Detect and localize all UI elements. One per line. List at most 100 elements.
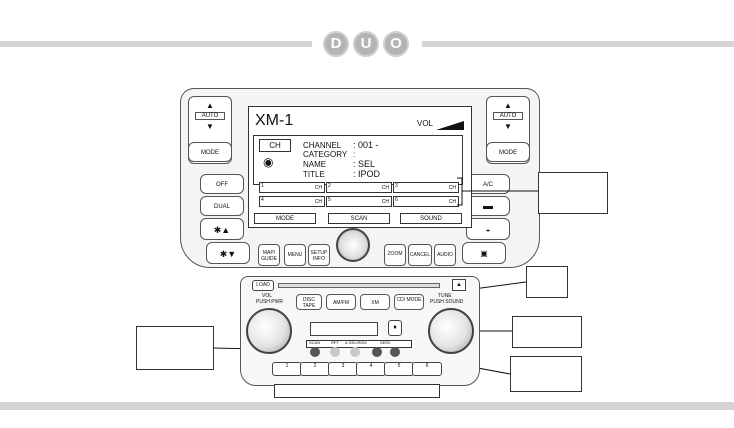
- zoom-label: ZOOM: [387, 251, 403, 257]
- fan-up-button[interactable]: ✱▲: [200, 218, 244, 240]
- menu-button[interactable]: MENU: [284, 244, 306, 266]
- tune-knob-label: TUNE: [438, 293, 452, 299]
- field-name-category: CATEGORY: [303, 150, 348, 159]
- volume-bar-icon: [436, 117, 464, 130]
- deck-preset-6[interactable]: 6: [412, 362, 442, 376]
- tune-knob-sublabel: PUSH SOUND: [430, 299, 464, 305]
- top-left-rule: [0, 41, 312, 47]
- asel-function-label: A.SEL/RDM: [345, 340, 367, 345]
- load-button[interactable]: LOAD: [252, 280, 274, 291]
- map-guide-button[interactable]: MAP/ GUIDE: [258, 244, 280, 266]
- bottom-rule: [0, 402, 734, 410]
- preset-ch: CH: [448, 199, 456, 205]
- rpt-indicator: [330, 347, 340, 357]
- preset-1-label: 1: [285, 363, 289, 369]
- defrost-button[interactable]: ◒: [466, 218, 510, 240]
- rpt-function-label: RPT: [331, 340, 339, 345]
- field-name-name: NAME: [303, 160, 327, 169]
- preset-ch: CH: [381, 185, 389, 191]
- deck-preset-3[interactable]: 3: [328, 362, 358, 376]
- callout-box-volume: [136, 326, 214, 370]
- preset-2-label: 2: [313, 363, 317, 369]
- logo-letter-u: U: [353, 31, 379, 57]
- callout-box-xm-button: [526, 266, 568, 298]
- tune-knob[interactable]: [428, 308, 474, 354]
- field-value-category: :: [353, 150, 356, 159]
- preset-number: 4: [261, 197, 264, 203]
- deck-display: [310, 322, 378, 336]
- function-strip: [306, 340, 412, 348]
- deck-preset-2[interactable]: 2: [300, 362, 330, 376]
- top-right-rule: [422, 41, 734, 47]
- screen-preset-4[interactable]: 4 CH: [259, 196, 325, 207]
- softkey-mode[interactable]: MODE: [254, 213, 316, 224]
- field-value-channel: : 001 -: [353, 140, 379, 150]
- softkey-scan[interactable]: SCAN: [328, 213, 390, 224]
- asel-indicator: [350, 347, 360, 357]
- callout-box-preset-buttons: [274, 384, 440, 398]
- fan-down-button[interactable]: ✱▼: [206, 242, 250, 264]
- volume-knob[interactable]: [246, 308, 292, 354]
- source-title: XM-1: [255, 112, 294, 129]
- preset-ch: CH: [314, 185, 322, 191]
- left-mode-button[interactable]: MODE: [188, 142, 232, 162]
- callout-box-presets: [538, 172, 608, 214]
- preset-ch: CH: [381, 199, 389, 205]
- preset-ch: CH: [314, 199, 322, 205]
- vol-knob-label: VOL: [262, 293, 273, 299]
- seek-up-indicator: [390, 347, 400, 357]
- cancel-button[interactable]: CANCEL: [408, 244, 432, 266]
- field-name-title: TITLE: [303, 170, 325, 179]
- deck-preset-5[interactable]: 5: [384, 362, 414, 376]
- rear-defrost-button[interactable]: ▣: [462, 242, 506, 264]
- preset-6-label: 6: [425, 363, 429, 369]
- ch-label: CH: [259, 139, 291, 152]
- xm-label: XM: [371, 300, 379, 306]
- callout-box-tune: [512, 316, 582, 348]
- zoom-button[interactable]: ZOOM: [384, 244, 406, 266]
- dual-button[interactable]: DUAL: [200, 196, 244, 216]
- lock-button[interactable]: ♦: [388, 320, 402, 336]
- eject-button[interactable]: ▲: [452, 279, 466, 291]
- interface-dial[interactable]: [336, 228, 370, 262]
- xm-antenna-icon: ◉: [263, 155, 274, 169]
- setup-info-button[interactable]: SETUP INFO: [308, 244, 330, 266]
- seek-function-label: SEEK: [380, 340, 391, 345]
- right-mode-button[interactable]: MODE: [486, 142, 530, 162]
- disc-slot: [278, 283, 440, 288]
- off-button[interactable]: OFF: [200, 174, 244, 194]
- right-auto-label: AUTO: [493, 112, 523, 120]
- screen-preset-5[interactable]: 5 CH: [326, 196, 392, 207]
- preset-number: 6: [395, 197, 398, 203]
- deck-preset-4[interactable]: 4: [356, 362, 386, 376]
- cd-mode-button[interactable]: CD/ MODE: [394, 294, 424, 310]
- screen-preset-1[interactable]: 1 CH: [259, 182, 325, 193]
- audio-button[interactable]: AUDIO: [434, 244, 456, 266]
- deck-preset-1[interactable]: 1: [272, 362, 302, 376]
- logo-letter-d: D: [323, 31, 349, 57]
- recirculation-button[interactable]: ▬: [466, 196, 510, 216]
- xm-button[interactable]: XM: [360, 294, 390, 310]
- field-value-name: : SEL: [353, 159, 376, 169]
- screen-preset-6[interactable]: 6 CH: [393, 196, 459, 207]
- callout-box-seek: [510, 356, 582, 392]
- preset-number: 5: [328, 197, 331, 203]
- preset-5-label: 5: [397, 363, 401, 369]
- screen-preset-2[interactable]: 2 CH: [326, 182, 392, 193]
- preset-3-label: 3: [341, 363, 345, 369]
- screen-preset-3[interactable]: 3 CH: [393, 182, 459, 193]
- scan-function-label: SCAN: [309, 340, 321, 345]
- left-auto-label: AUTO: [195, 112, 225, 120]
- disc-tape-button[interactable]: DISC TAPE: [296, 294, 322, 310]
- field-name-channel: CHANNEL: [303, 141, 342, 150]
- seek-down-indicator: [372, 347, 382, 357]
- preset-number: 1: [261, 183, 264, 189]
- logo-letter-o: O: [383, 31, 409, 57]
- vol-knob-sublabel: PUSH PWR: [256, 299, 283, 305]
- field-value-title: : IPOD: [353, 169, 381, 179]
- softkey-sound[interactable]: SOUND: [400, 213, 462, 224]
- scan-indicator: [310, 347, 320, 357]
- am-fm-button[interactable]: AM/FM: [326, 294, 356, 310]
- vol-label: VOL: [417, 119, 434, 128]
- preset-number: 2: [328, 183, 331, 189]
